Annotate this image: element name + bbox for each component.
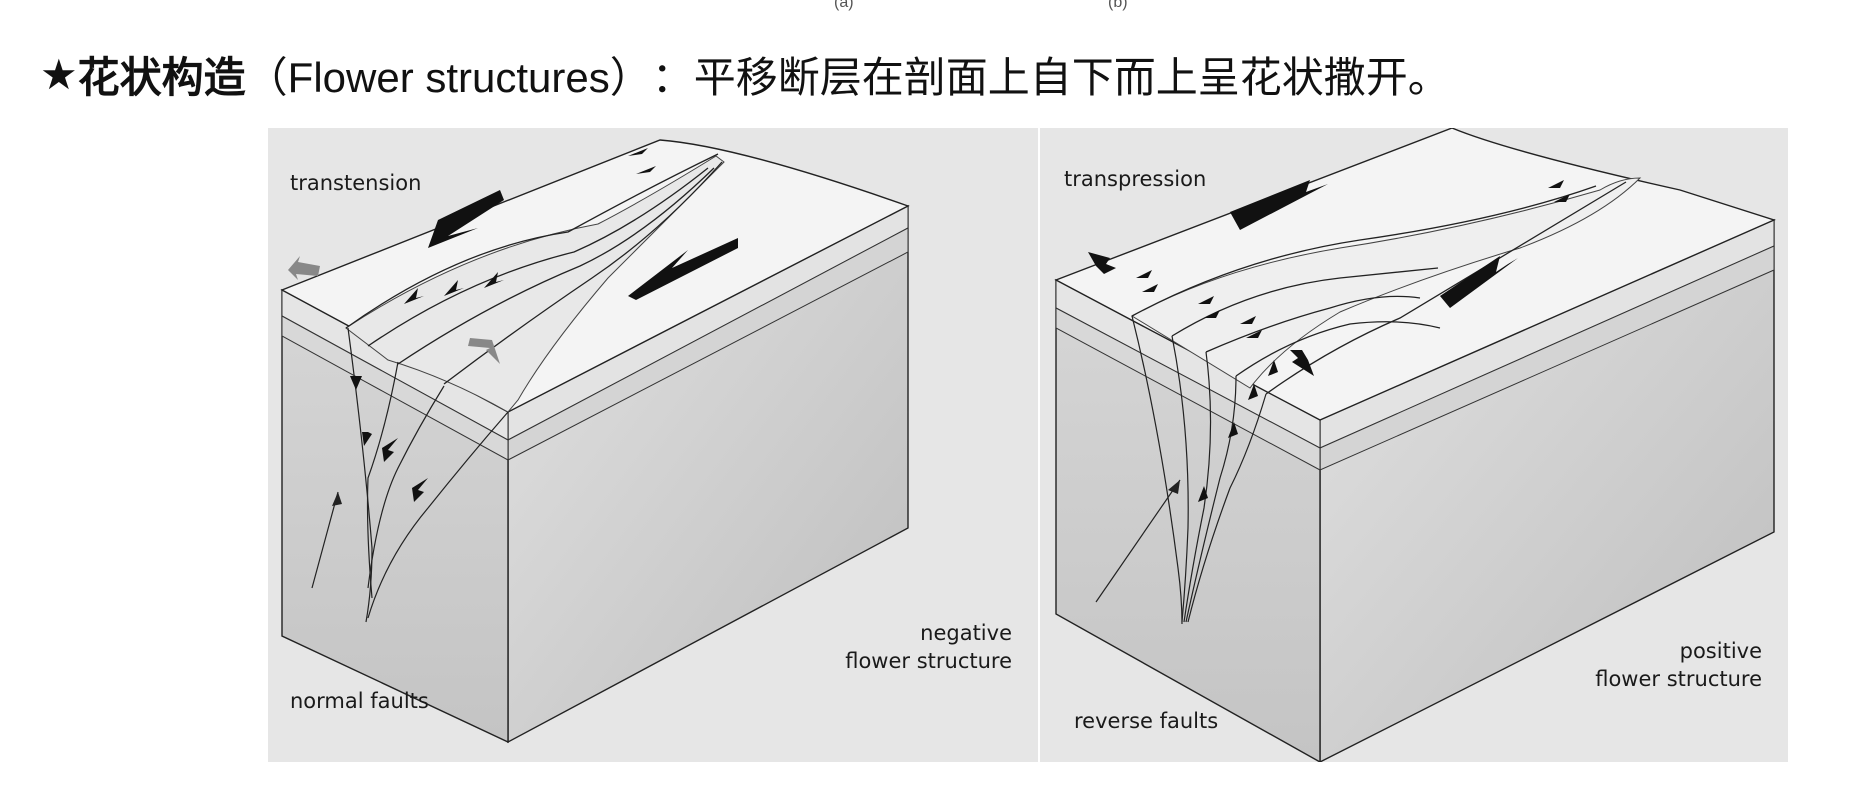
heading-colon: ： (651, 52, 694, 102)
extension-arrows (288, 256, 500, 364)
mode-label: transpression (1064, 167, 1206, 191)
structure-label-line1: positive (1680, 639, 1762, 663)
block-diagram-negative: transtension negative flower structure n… (280, 139, 1012, 744)
heading-english: （Flower structures） (245, 53, 652, 101)
structure-label-line2: flower structure (1595, 667, 1762, 691)
heading-term: 花状构造 (77, 52, 246, 102)
reverse-faults (1131, 315, 1267, 625)
compression-arrow-left (1088, 252, 1116, 274)
fault-label: reverse faults (1074, 709, 1218, 733)
slip-arrows (350, 148, 656, 502)
extension-arrow-right (468, 334, 500, 364)
star-icon: ★ (40, 49, 78, 99)
fault-label-leader (311, 491, 339, 589)
shear-arrow-left (428, 190, 504, 248)
shear-arrows (1088, 180, 1518, 376)
compression-arrow-right (1290, 350, 1314, 376)
shear-arrow-left (1230, 180, 1328, 230)
heading: ★ 花状构造 （Flower structures） ： 平移断层在剖面上自下而… (40, 44, 1450, 104)
extension-arrow-left (288, 256, 320, 280)
structure-label-line1: negative (920, 621, 1012, 645)
shear-arrow-right (1440, 256, 1518, 308)
fault-label: normal faults (290, 689, 429, 713)
mode-label: transtension (290, 171, 421, 195)
panel-transtension: transtension negative flower structure n… (268, 128, 1038, 762)
panel-transpression: transpression positive flower structure … (1040, 128, 1788, 762)
block-diagram-positive: transpression positive flower structure … (1054, 128, 1776, 762)
caption-b: (b) (1108, 0, 1128, 11)
heading-description: 平移断层在剖面上自下而上呈花状撒开。 (693, 52, 1450, 102)
shear-arrows (428, 190, 738, 300)
caption-a: (a) (834, 0, 854, 11)
shear-arrow-right (628, 238, 738, 300)
slip-arrows (1136, 180, 1570, 502)
structure-label-line2: flower structure (845, 649, 1012, 673)
fault-label-leader (1095, 479, 1181, 603)
